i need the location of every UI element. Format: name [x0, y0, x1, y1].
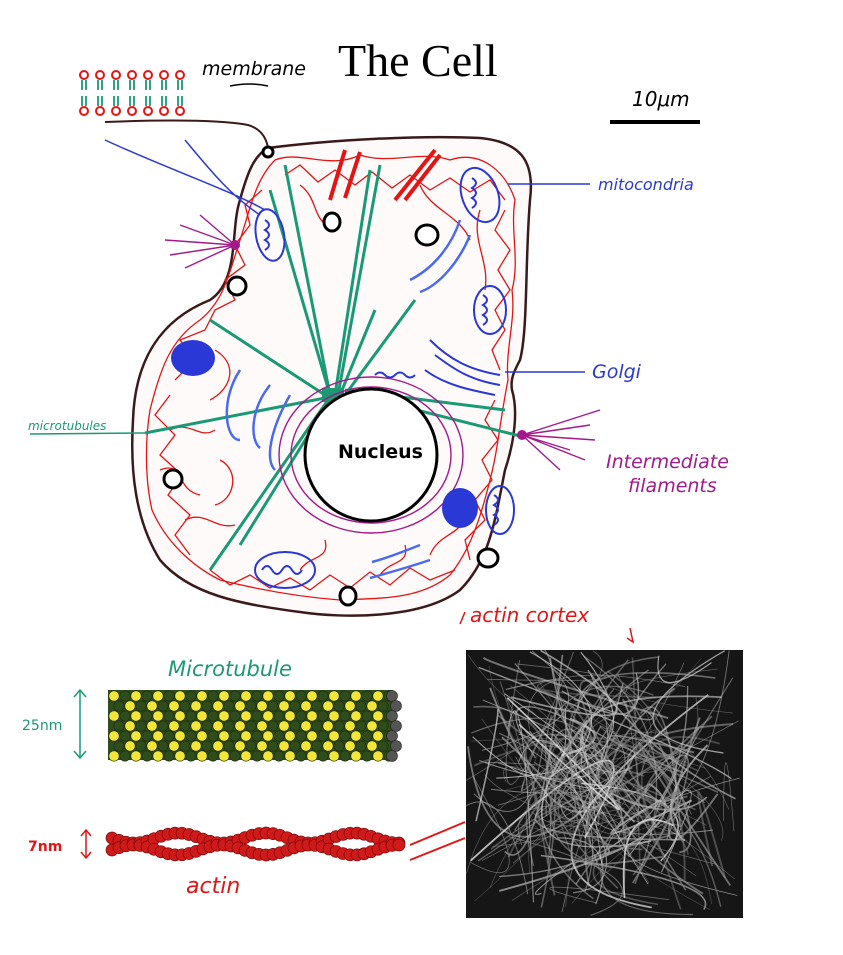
lysosome-right [442, 488, 478, 528]
membrane-underline [229, 83, 269, 87]
diagram-title: The Cell [338, 35, 498, 86]
membrane-pointer-line [104, 119, 269, 149]
actin-label: actin [186, 874, 240, 899]
actin-size-arrow [80, 828, 92, 860]
desmosome-left [230, 240, 240, 250]
nucleus-label: Nucleus [338, 441, 423, 463]
micrograph-fibers [466, 650, 740, 916]
mitochondria [254, 166, 515, 589]
intermediate-filaments [164, 214, 601, 534]
scale-label: 10μm [632, 87, 690, 111]
microtubules-label: microtubules [28, 419, 106, 433]
actin-size-label: 7nm [28, 839, 62, 855]
microtubules-pointer-line [29, 432, 146, 435]
membrane-bilayer-icon [79, 70, 185, 116]
desmosome-right [517, 430, 527, 440]
actin-filament-model [105, 826, 406, 862]
mitochondria-pointer-line-left [104, 139, 266, 216]
intermediate-filaments-label-line2: filaments [628, 475, 717, 497]
golgi-apparatus [374, 339, 501, 396]
microtubule-model [108, 690, 402, 762]
vesicles [162, 145, 500, 607]
cell-membrane [130, 135, 533, 617]
nucleus [303, 387, 439, 523]
intermediate-filaments-label-line1: Intermediate [606, 451, 729, 473]
membrane-label: membrane [202, 58, 306, 80]
microtubule-size-label: 25nm [22, 718, 62, 734]
microtubule-size-arrow [73, 688, 87, 760]
actin-stress-fibers [328, 148, 442, 202]
actin-pointer-lines [409, 821, 466, 861]
actin-cortex-label: actin cortex [470, 603, 589, 627]
endoplasmic-reticulum [225, 219, 472, 580]
lysosome-left [171, 340, 215, 376]
golgi-label: Golgi [592, 361, 642, 383]
mitochondria-label: mitocondria [598, 175, 694, 194]
microtubule-detail-label: Microtubule [168, 657, 292, 681]
actin-cortex-arrows [459, 611, 635, 644]
